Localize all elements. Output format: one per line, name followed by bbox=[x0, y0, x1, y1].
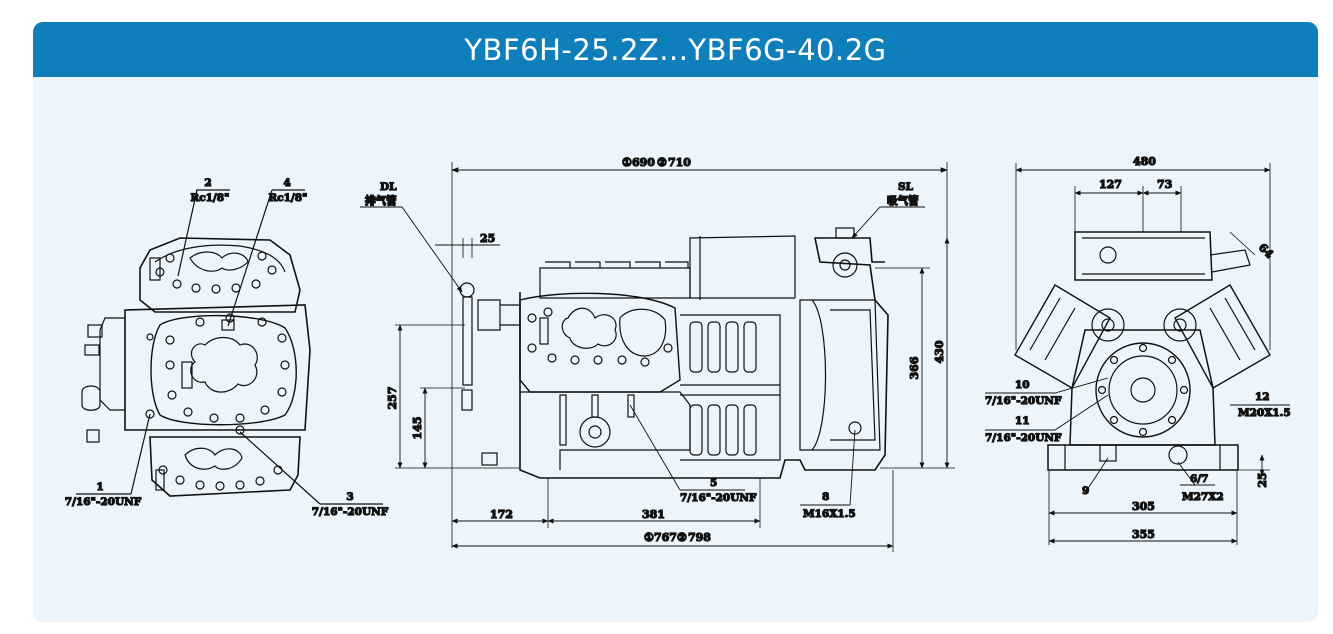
callout-3-number: 3 bbox=[346, 491, 353, 503]
sl-code: SL bbox=[898, 181, 914, 193]
dim-127: 127 bbox=[1099, 178, 1122, 191]
drawing-panel: YBF6H-25.2Z...YBF6G-40.2G bbox=[33, 22, 1318, 622]
dim-64: 64 bbox=[1256, 241, 1276, 261]
callout-10-spec: 7/16"-20UNF bbox=[985, 395, 1062, 407]
top-val-2: 710 bbox=[668, 156, 691, 169]
bottom-val-2: 798 bbox=[688, 531, 711, 544]
front-view: 2 Rc1/8" 4 Rc1/8" 1 7/16"-20UNF 3 7/16"-… bbox=[64, 176, 389, 518]
motor-fins bbox=[689, 321, 757, 456]
bottom-sym-2: ② bbox=[677, 531, 687, 544]
bottom-val-1: 767 bbox=[654, 531, 677, 544]
callout-1-number: 1 bbox=[96, 481, 103, 493]
callout-1-spec: 7/16"-20UNF bbox=[65, 496, 142, 508]
dim-355: 355 bbox=[1132, 528, 1155, 541]
dim-430: 430 bbox=[933, 340, 946, 363]
callout-12-number: 12 bbox=[1255, 391, 1270, 403]
callout-11-number: 11 bbox=[1015, 415, 1030, 427]
callout-9-number: 9 bbox=[1082, 485, 1089, 497]
dim-25-side: 25 bbox=[480, 232, 495, 245]
dim-172: 172 bbox=[490, 508, 513, 521]
callout-2-number: 2 bbox=[204, 177, 211, 189]
bolt-ring-front bbox=[165, 313, 290, 423]
side-view: ① 690 ② 710 DL 排气管 SL 吸气管 25 257 145 bbox=[360, 155, 955, 552]
callout-2-spec: Rc1/8" bbox=[190, 192, 229, 204]
dim-381: 381 bbox=[642, 508, 665, 521]
callout-8-spec: M16X1.5 bbox=[803, 508, 856, 520]
technical-drawing: 2 Rc1/8" 4 Rc1/8" 1 7/16"-20UNF 3 7/16"-… bbox=[64, 154, 1291, 552]
dim-480: 480 bbox=[1133, 155, 1156, 168]
end-view: 480 127 73 64 305 355 25 10 7/16"-20UNF … bbox=[984, 154, 1291, 545]
top-sym-1: ① bbox=[622, 156, 632, 169]
dim-145: 145 bbox=[411, 417, 424, 440]
dl-name: 排气管 bbox=[365, 194, 397, 207]
sl-name: 吸气管 bbox=[887, 194, 919, 207]
title-bar: YBF6H-25.2Z...YBF6G-40.2G bbox=[33, 22, 1318, 77]
dim-73: 73 bbox=[1157, 178, 1172, 191]
callout-5-spec: 7/16"-20UNF bbox=[680, 492, 757, 504]
bolt-row-bottom bbox=[158, 425, 283, 491]
top-val-1: 690 bbox=[632, 156, 655, 169]
bottom-sym-1: ① bbox=[644, 531, 654, 544]
model-title: YBF6H-25.2Z...YBF6G-40.2G bbox=[464, 32, 887, 67]
dim-257: 257 bbox=[386, 387, 399, 410]
dim-25-end: 25 bbox=[1256, 472, 1269, 487]
dim-366: 366 bbox=[908, 356, 921, 379]
callout-4-number: 4 bbox=[283, 177, 290, 189]
bolt-row-top bbox=[155, 251, 277, 294]
dim-305: 305 bbox=[1132, 500, 1155, 513]
callout-67-spec: M27X2 bbox=[1182, 491, 1224, 503]
callout-4-spec: Rc1/8" bbox=[268, 192, 307, 204]
callout-3-spec: 7/16"-20UNF bbox=[312, 506, 389, 518]
callout-5-number: 5 bbox=[710, 477, 717, 489]
callout-10-number: 10 bbox=[1015, 379, 1030, 391]
end-bolt-ring bbox=[1097, 343, 1189, 437]
callout-8-number: 8 bbox=[822, 491, 829, 503]
callout-67-number: 6/7 bbox=[1190, 473, 1208, 485]
bolt-row-side bbox=[527, 307, 673, 367]
callout-11-spec: 7/16"-20UNF bbox=[985, 432, 1062, 444]
callout-12-spec: M20X1.5 bbox=[1238, 407, 1291, 419]
dl-code: DL bbox=[380, 181, 397, 193]
top-sym-2: ② bbox=[657, 156, 667, 169]
